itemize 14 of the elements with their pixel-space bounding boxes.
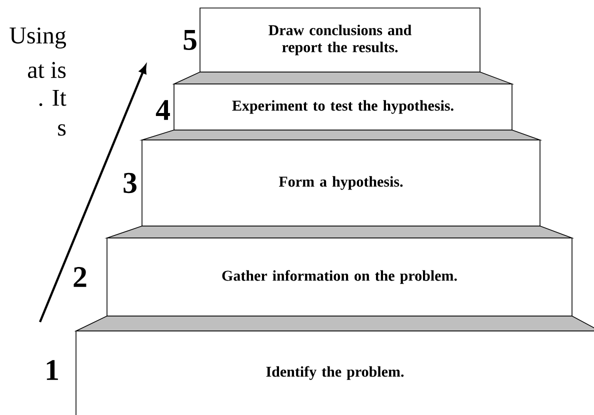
step-number: 2 bbox=[74, 267, 86, 287]
step-number: 4 bbox=[156, 100, 170, 120]
text-fragment: at is bbox=[28, 62, 66, 78]
step-box: Gather information on the problem. bbox=[106, 238, 572, 316]
step-box: Identify the problem. bbox=[76, 330, 594, 415]
step-number: 5 bbox=[184, 30, 196, 50]
step-number: 3 bbox=[124, 172, 136, 194]
text-fragment: . It bbox=[39, 90, 66, 106]
step-box: Experiment to test the hypothesis. bbox=[174, 84, 512, 130]
text-fragment: s bbox=[58, 124, 66, 136]
step-number: 1 bbox=[46, 360, 58, 380]
step-box: Draw conclusions and report the results. bbox=[200, 8, 480, 72]
text-fragment: Using bbox=[10, 27, 66, 49]
step-box: Form a hypothesis. bbox=[142, 140, 540, 226]
